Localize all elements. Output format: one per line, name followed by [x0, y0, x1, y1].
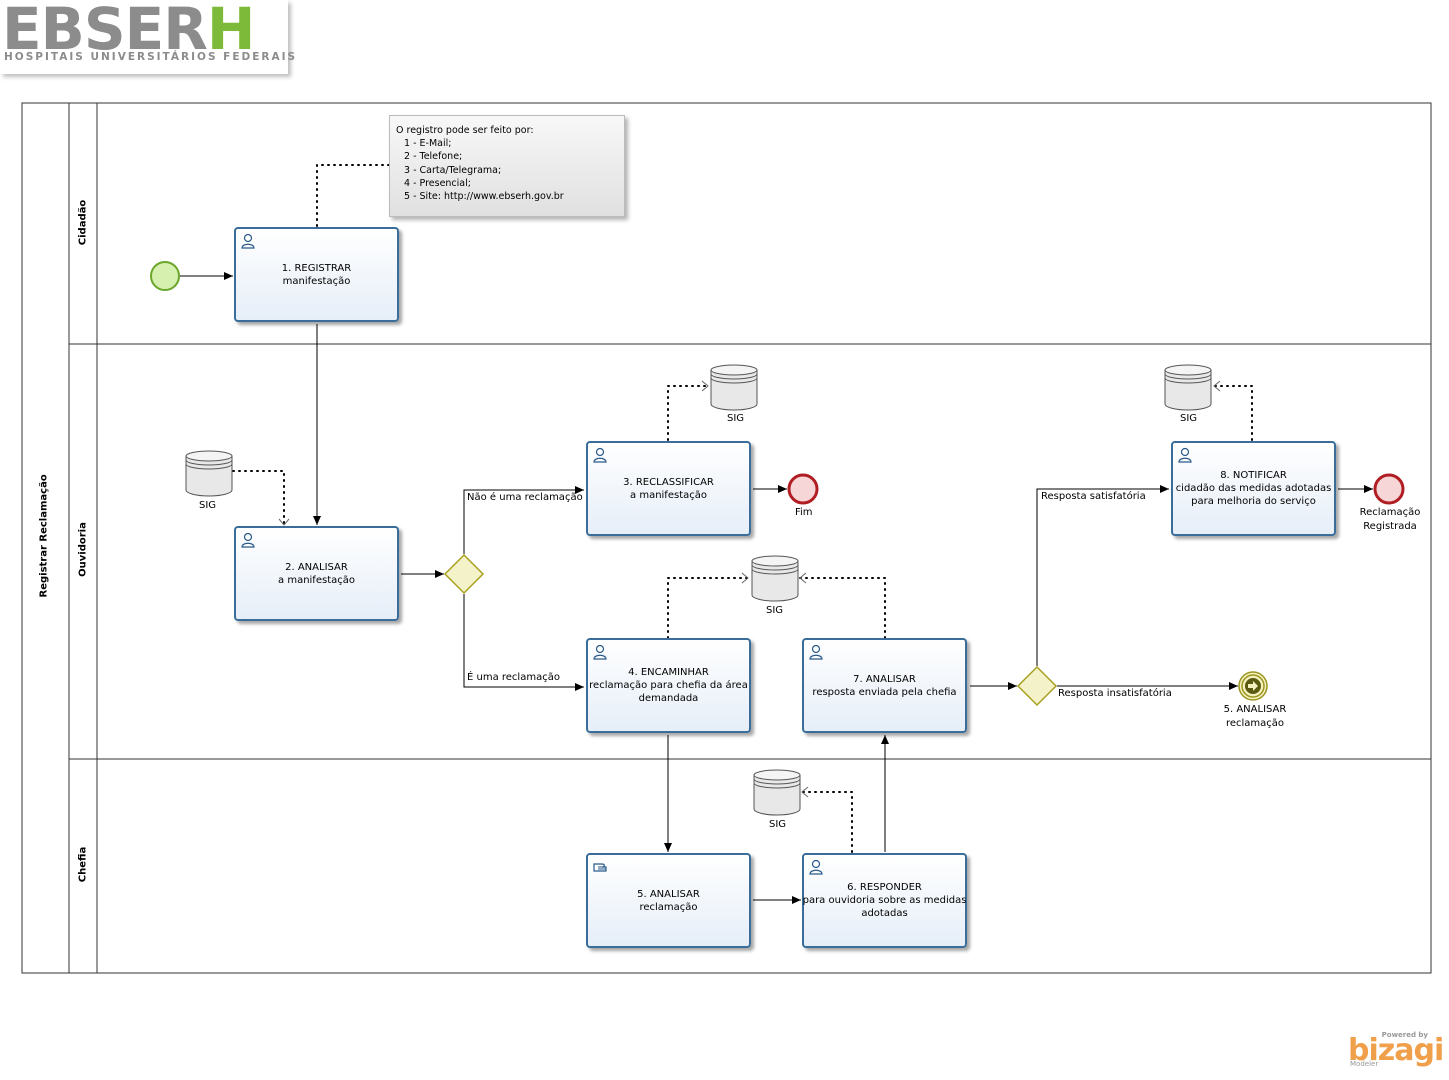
- annotation-note: O registro pode ser feito por: 1 - E-Mai…: [389, 115, 625, 217]
- lane-label-ouvidoria: Ouvidoria: [77, 522, 89, 577]
- user-task-icon: [241, 532, 255, 548]
- start-event: [150, 261, 180, 291]
- flow-gateway1-to-t4: [463, 594, 584, 691]
- task-title: 6. RESPONDER: [847, 882, 922, 893]
- lane-label-chefia: Chefia: [77, 846, 89, 883]
- database-icon: [1164, 364, 1212, 411]
- datastore-label: SIG: [727, 413, 745, 424]
- pool-label: Registrar Reclamação: [38, 474, 50, 598]
- user-task-icon: [1178, 447, 1192, 463]
- logo-main-text: EBSER: [2, 0, 208, 63]
- assoc-t8-sig: [1213, 385, 1253, 441]
- task-notificar[interactable]: 8. NOTIFICAR cidadão das medidas adotada…: [1171, 441, 1336, 536]
- assoc-sig-t2: [232, 470, 285, 525]
- task-analisar-resposta[interactable]: 7. ANALISAR resposta enviada pela chefia: [802, 638, 967, 733]
- datastore-label: SIG: [766, 605, 784, 616]
- end-event-label-line2: Registrada: [1363, 521, 1417, 532]
- end-event-label-fim: Fim: [795, 507, 813, 518]
- note-line: O registro pode ser feito por:: [396, 125, 534, 136]
- task-subtitle: demandada: [638, 693, 699, 704]
- user-task-icon: [593, 447, 607, 463]
- task-title: 2. ANALISAR: [285, 561, 348, 573]
- task-analisar-manifestacao[interactable]: 2. ANALISAR a manifestação: [234, 526, 399, 621]
- database-icon: [185, 450, 233, 497]
- end-event-label-line1: Reclamação: [1359, 507, 1421, 518]
- task-subtitle: reclamação para chefia da área: [589, 680, 748, 691]
- assoc-t7-sig: [799, 577, 886, 639]
- task-responder[interactable]: 6. RESPONDER para ouvidoria sobre as med…: [802, 853, 967, 948]
- task-title: 8. NOTIFICAR: [1220, 470, 1287, 481]
- task-subtitle: cidadão das medidas adotadas: [1175, 483, 1332, 494]
- note-line: 2 - Telefone;: [404, 151, 463, 163]
- database-icon: [753, 769, 801, 816]
- gateway-e-reclamacao: [443, 553, 485, 595]
- end-event-fim: [787, 473, 819, 505]
- user-task-icon: [809, 644, 823, 660]
- note-line: 3 - Carta/Telegrama;: [404, 164, 502, 176]
- datastore-label: SIG: [199, 500, 217, 511]
- task-title: 5. ANALISAR: [637, 888, 700, 900]
- manual-task-icon: [593, 863, 607, 872]
- link-event-label-line1: 5. ANALISAR: [1223, 704, 1287, 715]
- flow-gateway2-to-t8: [1036, 485, 1169, 666]
- flow-label-nao-reclamacao: Não é uma reclamação: [467, 492, 583, 503]
- sequence-flows: [180, 272, 1373, 904]
- task-subtitle: a manifestação: [630, 489, 707, 501]
- flow-label-resposta-satisfatoria: Resposta satisfatória: [1041, 491, 1146, 502]
- powered-by-text: Powered by: [1381, 1031, 1428, 1039]
- pool-frame: [21, 102, 1432, 974]
- assoc-t6-sig: [801, 791, 853, 853]
- database-icon: [710, 364, 758, 411]
- flow-label-e-reclamacao: É uma reclamação: [467, 672, 560, 683]
- logo-accent-text: H: [206, 0, 256, 63]
- task-subtitle: reclamação: [639, 901, 698, 913]
- note-line: 1 - E-Mail;: [404, 138, 452, 150]
- bizagi-logo: Powered by bizagi Modeler: [1346, 1031, 1444, 1071]
- datastore-label: SIG: [769, 819, 787, 830]
- note-line: 5 - Site: http://www.ebserh.gov.br: [404, 191, 564, 203]
- assoc-note-t1: [316, 164, 390, 227]
- task-title: 4. ENCAMINHAR: [628, 667, 709, 678]
- user-task-icon: [241, 233, 255, 249]
- flow-label-resposta-insatisfatoria: Resposta insatisfatória: [1058, 688, 1172, 699]
- user-task-icon: [593, 644, 607, 660]
- task-registrar-manifestacao[interactable]: 1. REGISTRAR manifestação: [234, 227, 399, 322]
- task-title: 3. RECLASSIFICAR: [623, 476, 714, 488]
- database-icon: [751, 555, 799, 602]
- task-title: 7. ANALISAR: [853, 673, 916, 685]
- user-task-icon: [809, 859, 823, 875]
- lane-label-cidadao: Cidadão: [77, 199, 89, 246]
- associations: [232, 164, 1253, 853]
- task-subtitle: manifestação: [282, 275, 351, 287]
- link-event-label-line2: reclamação: [1225, 718, 1285, 729]
- task-reclassificar[interactable]: 3. RECLASSIFICAR a manifestação: [586, 441, 751, 536]
- task-analisar-reclamacao[interactable]: 5. ANALISAR reclamação: [586, 853, 751, 948]
- assoc-t4-sig: [667, 577, 749, 639]
- link-event-analisar-reclamacao: [1238, 671, 1268, 701]
- logo-wordmark: EBSERH: [2, 0, 256, 63]
- assoc-t3-sig: [667, 385, 709, 441]
- task-subtitle: a manifestação: [278, 574, 355, 586]
- datastore-label: SIG: [1180, 413, 1198, 424]
- modeler-text: Modeler: [1350, 1060, 1379, 1068]
- note-line: 4 - Presencial;: [404, 177, 471, 189]
- flow-gateway1-to-t3: [463, 486, 584, 554]
- task-encaminhar[interactable]: 4. ENCAMINHAR reclamação para chefia da …: [586, 638, 751, 733]
- logo-subtitle: HOSPITAIS UNIVERSITÁRIOS FEDERAIS: [4, 51, 298, 63]
- bizagi-wordmark: bizagi: [1348, 1033, 1444, 1068]
- task-subtitle: resposta enviada pela chefia: [812, 686, 957, 698]
- task-title: 1. REGISTRAR: [281, 262, 352, 274]
- task-subtitle: adotadas: [861, 908, 908, 919]
- task-subtitle: para ouvidoria sobre as medidas: [802, 895, 967, 906]
- ebserh-logo: EBSERH HOSPITAIS UNIVERSITÁRIOS FEDERAIS: [0, 0, 295, 74]
- gateway-resposta: [1016, 665, 1058, 707]
- task-subtitle: para melhoria do serviço: [1191, 496, 1316, 507]
- end-event-reclamacao-registrada: [1373, 473, 1405, 505]
